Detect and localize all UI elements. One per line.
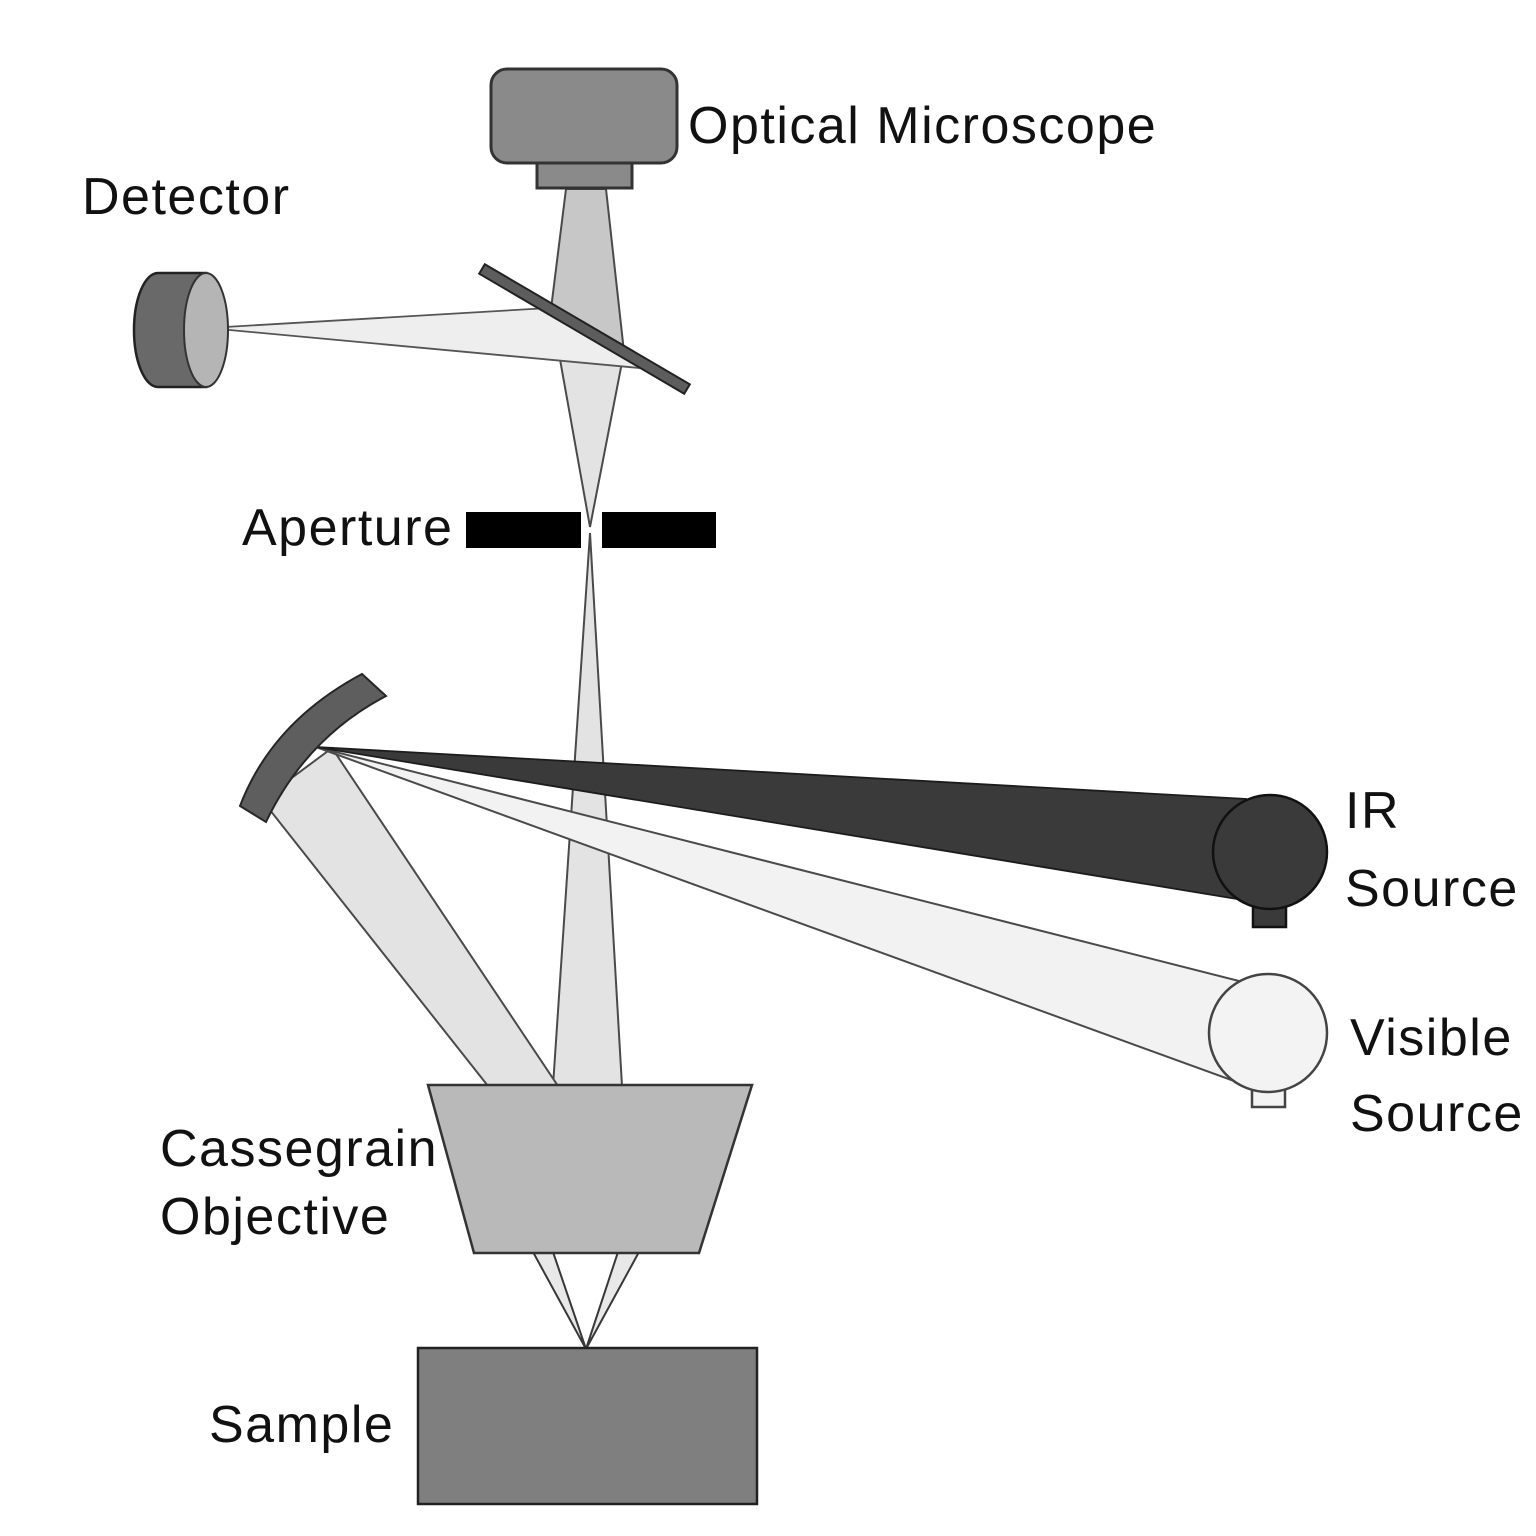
ir-source-bulb (1211, 793, 1329, 911)
focus-cone-right (585, 1251, 641, 1350)
cassegrain-label-line1: Cassegrain (160, 1120, 438, 1178)
aperture-right-blade (602, 512, 716, 548)
aperture-label: Aperture (242, 499, 453, 557)
focus-cone-left (531, 1251, 587, 1350)
ir-source-label-line2: Source (1345, 860, 1519, 918)
optical-microscope-label: Optical Microscope (688, 97, 1157, 155)
sample-stage (416, 1346, 759, 1506)
cassegrain-label-line2: Objective (160, 1188, 390, 1246)
optical-microscope-body (489, 67, 679, 165)
concave-mirror (238, 672, 388, 824)
detector-face (183, 272, 229, 388)
cassegrain-objective (426, 1083, 754, 1255)
sample-label: Sample (209, 1396, 394, 1454)
visible-source-bulb (1207, 972, 1329, 1094)
beamsplitter (477, 262, 692, 396)
visible-source-label-line1: Visible (1350, 1009, 1513, 1067)
aperture-left-blade (466, 512, 581, 548)
ir-source-label-line1: IR (1345, 782, 1400, 840)
detector-label: Detector (82, 168, 291, 226)
optical-microscope-mount (535, 161, 634, 190)
visible-source-label-line2: Source (1350, 1085, 1524, 1143)
